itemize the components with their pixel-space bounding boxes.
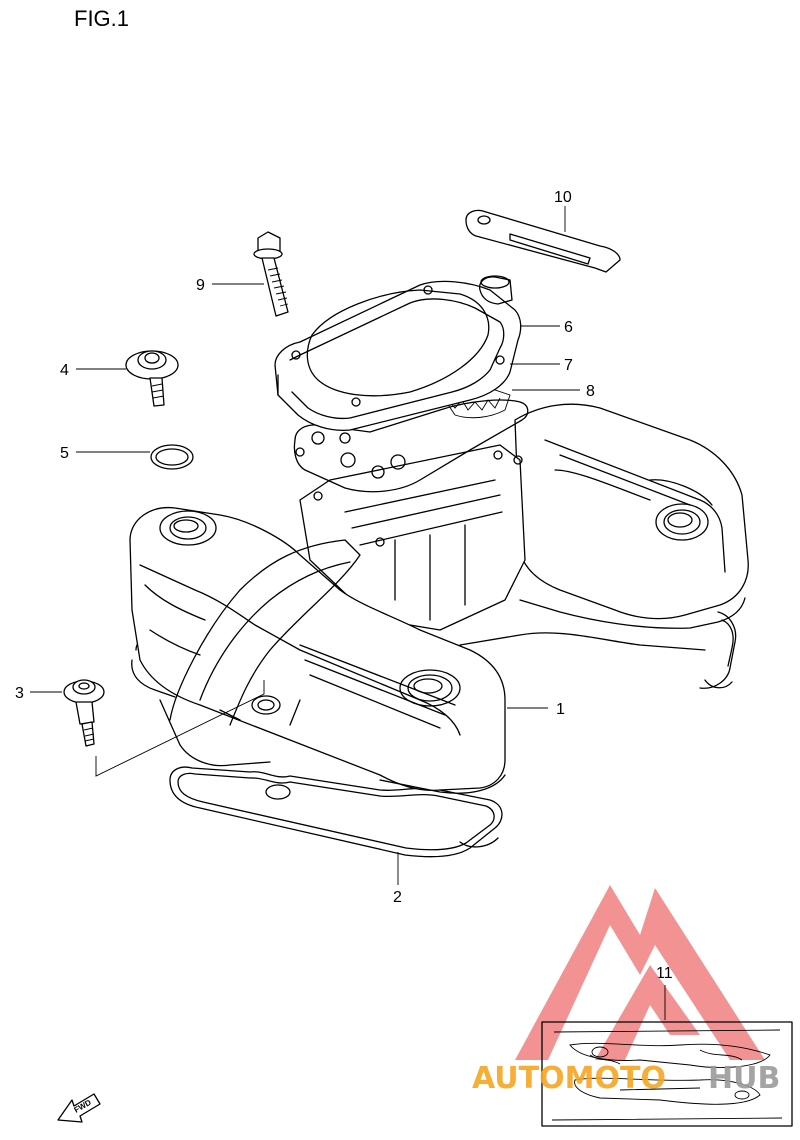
watermark-logo	[515, 885, 765, 1060]
callout-1: 1	[556, 701, 565, 718]
callout-9: 9	[196, 277, 205, 294]
part-2-gasket[interactable]	[131, 611, 737, 858]
callout-5: 5	[60, 445, 69, 462]
callout-8: 8	[586, 383, 595, 400]
part-11-gasket-set[interactable]	[541, 985, 793, 1127]
fwd-arrow-icon: FWD	[57, 1093, 101, 1123]
part-10-strip[interactable]	[465, 209, 621, 273]
leader-lines	[30, 206, 580, 885]
callout-11: 11	[656, 965, 673, 982]
callout-3: 3	[15, 685, 24, 702]
part-3-bolt[interactable]	[63, 679, 105, 747]
figure-title: FIG.1	[74, 6, 130, 31]
callout-2: 2	[393, 889, 402, 906]
part-9-bolt[interactable]	[253, 231, 289, 317]
callout-7: 7	[564, 357, 573, 374]
callout-6: 6	[564, 319, 573, 336]
part-4-bolt[interactable]	[125, 350, 179, 407]
callout-10: 10	[554, 189, 572, 206]
part-5-o-ring[interactable]	[150, 444, 194, 470]
callout-4: 4	[60, 362, 69, 379]
watermark-text-part2: HUB	[708, 1061, 780, 1096]
callout-labels: 1 2 3 4 5 6 7 8 9 10 11	[15, 189, 673, 982]
part-1-head-cover[interactable]	[129, 403, 749, 794]
watermark-text-part1: AUTOMOTO	[472, 1061, 666, 1096]
